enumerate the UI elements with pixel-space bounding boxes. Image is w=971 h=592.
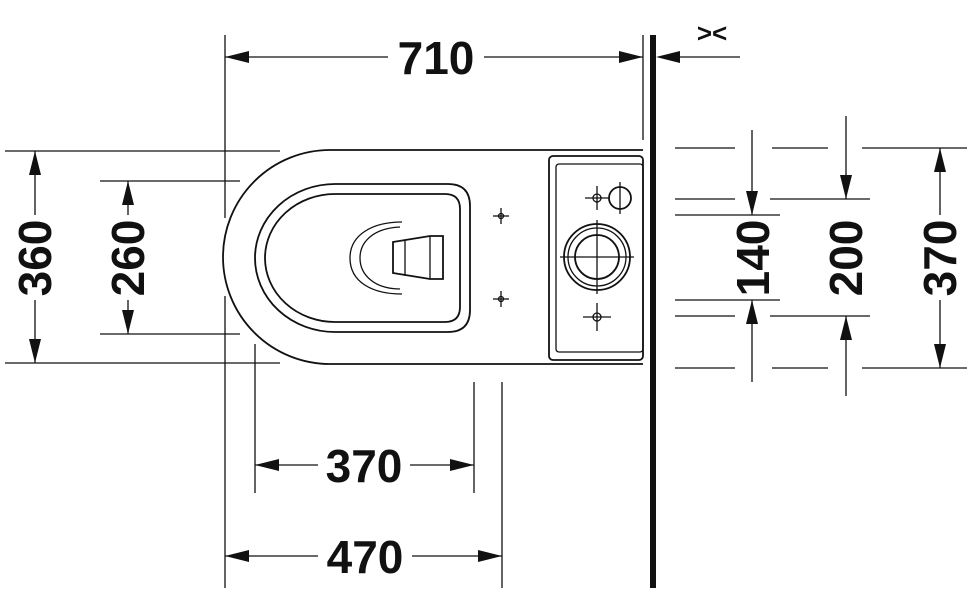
dimension-470-label: 470 xyxy=(327,531,404,583)
dimension-140-label: 140 xyxy=(727,220,779,297)
dimension-370-bottom-label: 370 xyxy=(326,440,403,492)
dimension-200: 200 xyxy=(820,116,872,396)
dimension-370-bottom: 370 xyxy=(254,344,475,493)
seat-outline xyxy=(254,183,471,333)
right-extension-lines xyxy=(675,147,967,369)
seat-fixing-point-top xyxy=(493,208,509,224)
dimension-470: 470 xyxy=(224,296,503,588)
dimension-710: 710 xyxy=(224,32,740,218)
dimension-710-label: 710 xyxy=(398,32,475,84)
dimension-260-label: 260 xyxy=(102,220,154,297)
seat-fixing-point-bottom xyxy=(493,291,509,307)
tank-bottom-fixing xyxy=(583,303,611,331)
tank-outer xyxy=(548,155,644,361)
dimension-370-right: 370 xyxy=(914,148,966,368)
dimension-260: 260 xyxy=(100,180,240,335)
tank-inner xyxy=(555,163,644,353)
drain-shape xyxy=(349,221,444,295)
tank-top-fitting xyxy=(585,182,632,214)
wall-symbol: >< xyxy=(697,18,727,48)
dimension-200-label: 200 xyxy=(820,220,872,297)
dimension-140: 140 xyxy=(727,130,779,382)
dimension-360-label: 360 xyxy=(9,220,61,297)
bowl-inner-outline xyxy=(264,193,461,323)
dimension-370-right-label: 370 xyxy=(914,220,966,297)
flush-button xyxy=(560,220,634,294)
dimension-360: 360 xyxy=(5,150,280,364)
toilet-outer-outline xyxy=(222,149,643,365)
